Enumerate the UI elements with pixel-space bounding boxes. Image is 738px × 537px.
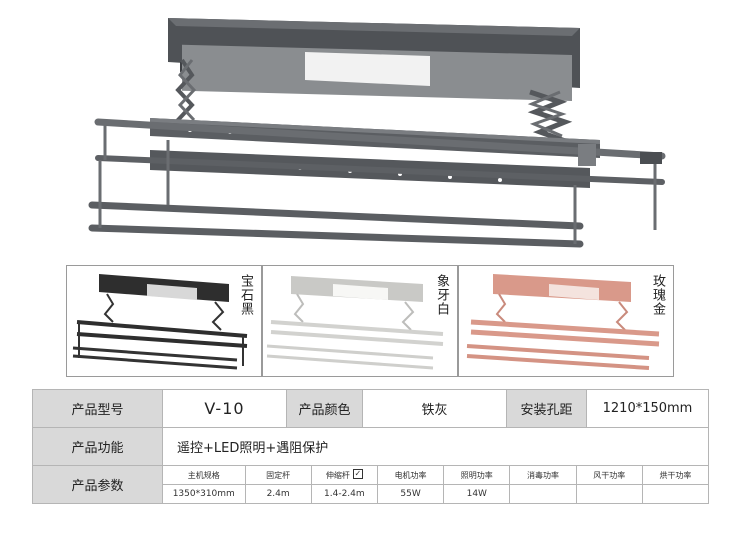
param-value: 55W — [400, 489, 421, 499]
param-motor-power: 电机功率 55W — [376, 466, 444, 503]
variant-image — [466, 274, 660, 370]
model-label: 产品型号 — [32, 389, 163, 428]
params-label: 产品参数 — [32, 465, 163, 504]
spec-row-function: 产品功能 遥控+LED照明+遇阻保护 — [32, 427, 709, 466]
param-name: 风干功率 — [576, 466, 642, 485]
param-disinfect-power: 消毒功率 — [509, 466, 576, 503]
variant-rose-gold[interactable]: 玫瑰金 — [458, 265, 674, 377]
param-name: 照明功率 — [444, 466, 510, 485]
param-value: 2.4m — [266, 489, 290, 499]
model-value: V-10 — [162, 389, 287, 428]
param-name: 电机功率 — [377, 466, 444, 485]
param-host-size: 主机规格 1350*310mm — [163, 466, 245, 503]
param-heatdry-power: 烘干功率 — [641, 466, 709, 503]
function-label: 产品功能 — [32, 427, 163, 466]
spec-table: 产品型号 V-10 产品颜色 铁灰 安装孔距 1210*150mm 产品功能 遥… — [32, 389, 709, 504]
param-value — [643, 485, 708, 503]
spec-row-params: 产品参数 主机规格 1350*310mm 固定杆 2.4m 伸缩杆✓ 1.4-2… — [32, 465, 709, 504]
variant-image — [266, 276, 444, 370]
color-variants: 宝石黑 象牙白 玫瑰金 — [66, 265, 674, 377]
param-value: 1350*310mm — [172, 489, 235, 499]
param-fixed-rod: 固定杆 2.4m — [244, 466, 311, 503]
color-value: 铁灰 — [362, 389, 507, 428]
param-value: 1.4-2.4m — [324, 489, 365, 499]
param-value — [510, 485, 575, 503]
variant-label: 象牙白 — [434, 274, 449, 316]
param-name: 消毒功率 — [510, 466, 576, 485]
param-name: 固定杆 — [245, 466, 311, 485]
variant-gem-black[interactable]: 宝石黑 — [66, 265, 262, 377]
param-airdry-power: 风干功率 — [575, 466, 642, 503]
hole-value: 1210*150mm — [586, 389, 709, 428]
param-name: 伸缩杆 — [325, 470, 350, 480]
param-name: 主机规格 — [163, 466, 245, 485]
variant-ivory-white[interactable]: 象牙白 — [262, 265, 458, 377]
params-grid: 主机规格 1350*310mm 固定杆 2.4m 伸缩杆✓ 1.4-2.4m 电… — [162, 465, 709, 504]
function-value: 遥控+LED照明+遇阻保护 — [162, 427, 709, 466]
variant-label: 宝石黑 — [238, 274, 253, 316]
param-value: 14W — [466, 489, 487, 499]
param-lighting-power: 照明功率 14W — [443, 466, 510, 503]
param-telescopic-rod: 伸缩杆✓ 1.4-2.4m — [310, 466, 377, 503]
variant-image — [72, 274, 248, 370]
variant-label: 玫瑰金 — [650, 274, 665, 316]
param-name: 烘干功率 — [642, 466, 709, 485]
product-hero-image — [88, 18, 666, 248]
spec-row-model: 产品型号 V-10 产品颜色 铁灰 安装孔距 1210*150mm — [32, 389, 709, 428]
hole-label: 安装孔距 — [506, 389, 587, 428]
checkbox-icon: ✓ — [352, 469, 363, 479]
param-value — [577, 485, 642, 503]
color-label: 产品颜色 — [286, 389, 363, 428]
